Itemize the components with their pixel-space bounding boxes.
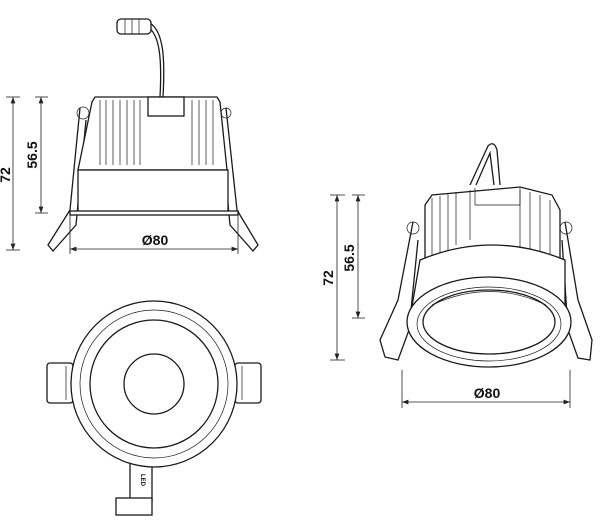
- reflector-opening: [422, 289, 556, 355]
- height-dimension-72: 72: [320, 194, 345, 361]
- height-dimension-56-5: 56.5: [24, 96, 48, 214]
- connector-label: LED: [139, 474, 145, 487]
- dimension-label: 72: [0, 167, 13, 183]
- bottom-view: LED: [46, 300, 262, 516]
- perspective-view: 72 56.5 Ø80: [320, 143, 593, 408]
- height-dimension-56-5: 56.5: [341, 194, 365, 319]
- inner-ring: [89, 319, 219, 449]
- heatsink-fins: [431, 188, 551, 262]
- dimension-label: 72: [320, 270, 336, 286]
- connector: [116, 18, 152, 35]
- cable: [147, 26, 162, 98]
- trim-ring: [406, 276, 572, 368]
- clip-tab-left: [46, 362, 74, 404]
- dimension-label: Ø80: [474, 385, 501, 401]
- diameter-dimension: Ø80: [69, 215, 239, 254]
- dimension-label: 56.5: [341, 244, 357, 271]
- flange: [69, 210, 239, 216]
- clip-tab-right: [234, 362, 262, 404]
- height-dimension-72: 72: [0, 96, 20, 251]
- side-view: 72 56.5 Ø80: [0, 18, 259, 254]
- heatsink-fins: [99, 100, 214, 165]
- cable-loop: [469, 143, 501, 186]
- body-band: [77, 169, 229, 214]
- diameter-dimension: Ø80: [401, 370, 571, 408]
- outer-trim: [70, 300, 238, 468]
- spring-clip-right: [561, 221, 593, 361]
- dimension-label: 56.5: [24, 141, 40, 168]
- dimension-label: Ø80: [142, 232, 169, 248]
- lens: [123, 353, 185, 415]
